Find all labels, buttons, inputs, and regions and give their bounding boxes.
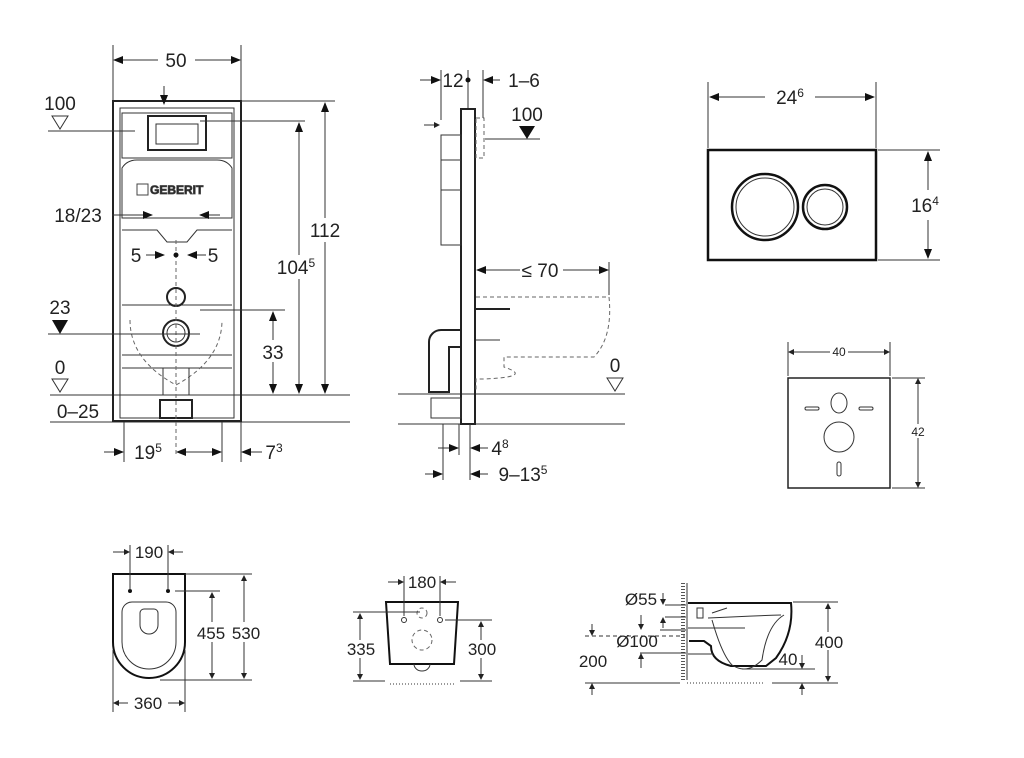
dim-height-400: 400	[815, 633, 843, 652]
wall-plate-height: 42	[911, 425, 925, 439]
dim-depth-1-6: 1–6	[508, 71, 540, 92]
toilet-top-view: 190 455 530 360	[112, 543, 260, 713]
dim-outlet-height-200: 200	[579, 652, 607, 671]
dim-span-7-3: 73	[265, 441, 283, 464]
flush-plate: 246 164	[706, 82, 940, 262]
frame-outline	[112, 100, 242, 422]
full-flush-button	[730, 172, 800, 242]
dim-span-19-5: 195	[134, 441, 162, 464]
dim-depth-4-8: 48	[491, 437, 509, 460]
dim-projection-70: ≤ 70	[522, 261, 559, 282]
dim-depth-12: 12	[442, 71, 463, 92]
side-level-0-label: 0	[610, 356, 621, 377]
half-flush-button	[801, 183, 849, 231]
toilet-front-view: 180 335 300	[344, 573, 499, 685]
toilet-side-view: Ø55 Ø100 200 400 40	[579, 583, 846, 695]
dim-offset-right: 5	[208, 246, 219, 267]
dim-height-112: 112	[310, 221, 340, 242]
dim-width-360: 360	[134, 694, 162, 713]
wall-plate: 40 42	[787, 342, 928, 489]
dim-height-33: 33	[262, 343, 283, 364]
level-100-label: 100	[44, 94, 76, 115]
side-level-100-label: 100	[511, 105, 543, 126]
dim-inlet-55: Ø55	[625, 590, 657, 609]
level-triangle-icon	[51, 115, 69, 130]
dim-offset-40: 40	[779, 650, 798, 669]
dim-width-50: 50	[165, 51, 186, 72]
level-filled-triangle-icon	[519, 126, 535, 139]
frame-side	[460, 108, 476, 425]
dim-hole-spacing-190: 190	[135, 543, 163, 562]
dim-height-300: 300	[468, 640, 496, 659]
dim-hole-spacing-180: 180	[408, 573, 436, 592]
dim-hole-depth-455: 455	[197, 624, 225, 643]
level-23-label: 23	[49, 298, 70, 319]
flush-plate-width: 246	[776, 86, 804, 109]
dim-flush-span: 18/23	[54, 206, 102, 227]
front-view: GEBERIT 50 100 18/23 5 5 2	[44, 45, 350, 464]
level-filled-triangle-icon	[52, 320, 68, 334]
dim-height-335: 335	[347, 640, 375, 659]
level-triangle-icon	[51, 378, 69, 393]
geberit-logo: GEBERIT	[136, 183, 204, 197]
dim-depth-9-13-5: 9–135	[499, 463, 548, 486]
level-0-label: 0	[55, 358, 66, 379]
flush-plate-height: 164	[911, 194, 939, 217]
svg-text:GEBERIT: GEBERIT	[150, 183, 204, 197]
dim-offset-left: 5	[131, 246, 142, 267]
dim-height-104-5: 1045	[277, 256, 316, 279]
dim-outlet-100: Ø100	[616, 632, 658, 651]
side-view: 12 1–6 100 ≤ 70 0 48 9–135	[398, 70, 625, 486]
dim-floor-range: 0–25	[57, 402, 99, 423]
level-triangle-icon	[606, 377, 624, 392]
wall-plate-width: 40	[832, 345, 846, 359]
dim-length-530: 530	[232, 624, 260, 643]
